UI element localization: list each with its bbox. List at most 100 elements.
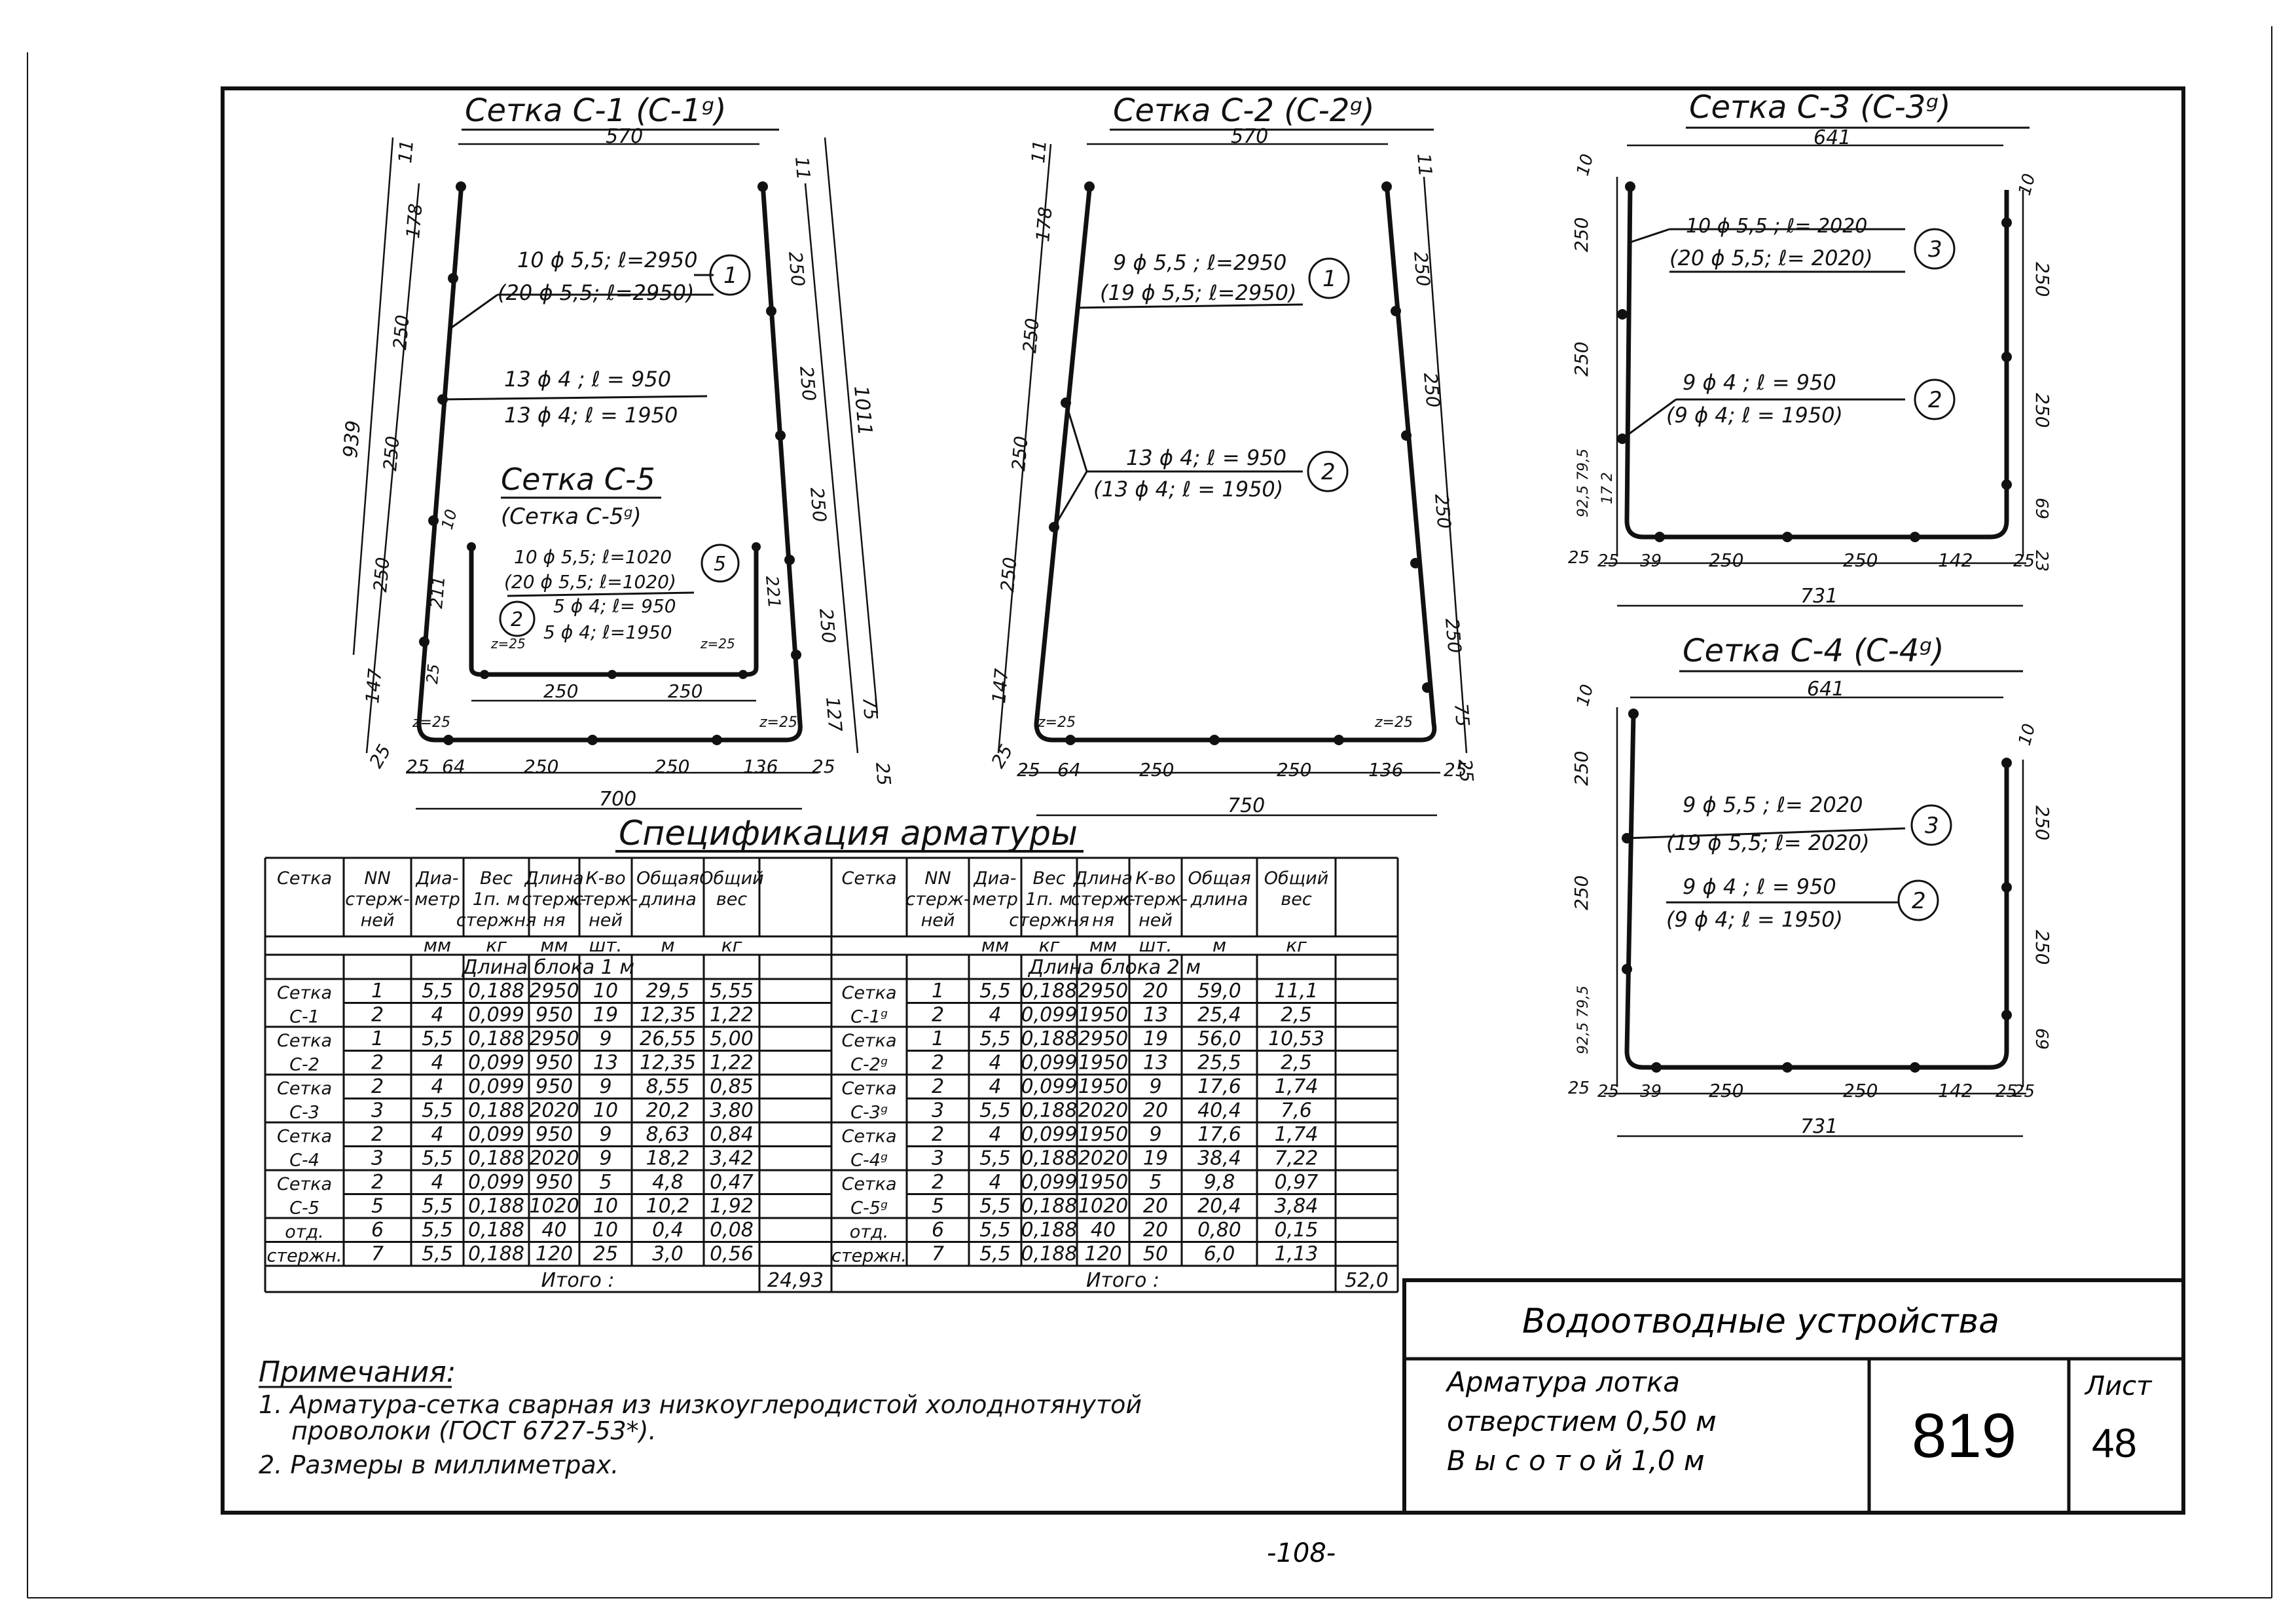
table-row-cell: 56,0 xyxy=(1197,1027,1241,1050)
table-row-cell: 10 xyxy=(593,1219,618,1242)
svg-text:250: 250 xyxy=(1277,759,1311,781)
table-row-cell: 3 xyxy=(932,1099,944,1122)
drawing-c5: Сетка С-5 (Сетка С-5ᵍ) 10 ϕ 5,5; ℓ=1020 … xyxy=(423,462,784,702)
table-header-cell: стержня xyxy=(1009,910,1089,931)
svg-text:z=25: z=25 xyxy=(490,636,526,652)
table-row-cell: 9 xyxy=(599,1147,611,1170)
table-row-cell: 11,1 xyxy=(1275,980,1319,1003)
table-row-cell: 6,0 xyxy=(1204,1243,1235,1266)
table-row-cell: 0,188 xyxy=(1021,1099,1078,1122)
table-group-label: С-3 xyxy=(289,1103,319,1123)
table-group-label: С-2 xyxy=(289,1055,319,1075)
notes-line2: проволоки (ГОСТ 6727-53*). xyxy=(291,1416,657,1445)
c4-title: Сетка С-4 (С-4ᵍ) xyxy=(1683,633,1944,669)
table-unit-cell: шт. xyxy=(1139,934,1173,956)
table-row-cell: 2 xyxy=(932,1004,944,1027)
c1-title: Сетка С-1 (С-1ᵍ) xyxy=(465,92,727,129)
table-unit-cell: кг xyxy=(486,934,507,956)
title-block: Водоотводные устройства Арматура лотка о… xyxy=(1402,1278,2185,1515)
c2-callout2-line1: 13 ϕ 4; ℓ = 950 xyxy=(1126,445,1286,470)
table-header-cell: Общий xyxy=(1264,868,1328,889)
table-header-cell: NN xyxy=(364,868,390,889)
svg-text:25: 25 xyxy=(2013,1082,2035,1101)
table-row-cell: 2 xyxy=(932,1123,944,1146)
drawing-c2: Сетка С-2 (С-2ᵍ) 570 11 178 250 250 250 … xyxy=(987,92,1478,817)
table-group-label: Сетка xyxy=(841,1079,896,1099)
table-row-cell: 5,5 xyxy=(422,1099,453,1122)
table-header-cell: метр xyxy=(414,889,460,910)
svg-text:250: 250 xyxy=(1571,217,1592,252)
table-row-cell: 9,8 xyxy=(1204,1171,1235,1194)
svg-text:127: 127 xyxy=(822,696,847,733)
table-unit-cell: мм xyxy=(981,934,1009,956)
c1-weld-dots xyxy=(419,181,801,745)
svg-text:75: 75 xyxy=(858,696,882,721)
svg-text:250: 250 xyxy=(815,608,840,644)
table-header-cell: метр xyxy=(972,889,1018,910)
table-group-label: Сетка xyxy=(277,983,332,1003)
table-row-cell: 2,5 xyxy=(1281,1004,1312,1027)
table-row-cell: 40,4 xyxy=(1197,1099,1241,1122)
table-row-cell: 1020 xyxy=(1078,1195,1128,1218)
c3-top-dim: 641 xyxy=(1813,126,1851,149)
table-row-cell: 2020 xyxy=(1078,1147,1128,1170)
table-total-label: Итого : xyxy=(1086,1269,1159,1292)
table-row-cell: 0,099 xyxy=(1021,1075,1078,1098)
svg-text:39: 39 xyxy=(1640,1082,1662,1101)
c1-callout2-line2: 13 ϕ 4; ℓ = 1950 xyxy=(504,403,678,428)
svg-text:250: 250 xyxy=(369,556,394,593)
svg-text:z=25: z=25 xyxy=(412,714,450,731)
table-row-cell: 0,47 xyxy=(710,1171,754,1194)
table-row-cell: 950 xyxy=(536,1052,573,1075)
table-row-cell: 25 xyxy=(593,1243,618,1266)
table-group-label: С-5ᵍ xyxy=(850,1198,888,1219)
table-group-label: Сетка xyxy=(841,1174,896,1194)
svg-text:147: 147 xyxy=(361,667,386,704)
svg-text:250: 250 xyxy=(2032,930,2053,965)
table-unit-cell: мм xyxy=(424,934,451,956)
table-header-cell: вес xyxy=(716,889,748,910)
svg-text:250: 250 xyxy=(1709,549,1743,571)
svg-text:69: 69 xyxy=(2032,498,2051,519)
table-row-cell: 1020 xyxy=(529,1195,579,1218)
table-row-cell: 5,5 xyxy=(979,1147,1011,1170)
svg-text:23: 23 xyxy=(2032,550,2051,572)
table-unit-cell: кг xyxy=(1039,934,1060,956)
table-header-cell: Длина xyxy=(1073,868,1133,889)
table-row-cell: 0,56 xyxy=(710,1243,754,1266)
table-group-label: отд. xyxy=(850,1222,889,1242)
table-row-cell: 17,6 xyxy=(1197,1123,1241,1146)
table-row-cell: 0,099 xyxy=(468,1123,524,1146)
svg-text:z=25: z=25 xyxy=(1037,714,1076,731)
table-row-cell: 20 xyxy=(1143,1099,1168,1122)
stamp-main-title: Водоотводные устройства xyxy=(1522,1302,1999,1341)
svg-text:250: 250 xyxy=(389,314,414,350)
table-row-cell: 20,4 xyxy=(1197,1195,1241,1218)
svg-text:11: 11 xyxy=(791,156,814,181)
table-row-cell: 8,55 xyxy=(646,1075,690,1098)
svg-text:10: 10 xyxy=(2015,172,2040,198)
table-row-cell: 1950 xyxy=(1078,1123,1128,1146)
table-row-cell: 5 xyxy=(371,1195,384,1218)
table-row-cell: 1,92 xyxy=(710,1195,754,1218)
table-row-cell: 0,188 xyxy=(468,1219,524,1242)
svg-text:250: 250 xyxy=(1430,493,1455,530)
svg-text:142: 142 xyxy=(1938,1080,1973,1101)
table-row-cell: 2020 xyxy=(529,1099,579,1122)
stamp-sheet-label: Лист xyxy=(2084,1371,2153,1401)
table-group-label: Сетка xyxy=(277,1174,332,1194)
c5-callout-a-num: 5 xyxy=(714,553,726,576)
c3-callout2-line2: (9 ϕ 4; ℓ = 1950) xyxy=(1666,403,1843,428)
table-row-cell: 5,5 xyxy=(422,980,453,1003)
c3-outline-bar xyxy=(1624,183,2009,540)
svg-text:250: 250 xyxy=(2032,393,2053,428)
table-row-cell: 7,22 xyxy=(1275,1147,1319,1170)
table-row-cell: 4 xyxy=(431,1075,443,1098)
table-row-cell: 9 xyxy=(599,1123,611,1146)
table-header-cell: длина xyxy=(638,889,697,910)
table-row-cell: 1950 xyxy=(1078,1075,1128,1098)
svg-text:250: 250 xyxy=(1571,876,1592,910)
table-row-cell: 3,0 xyxy=(652,1243,683,1266)
svg-text:25: 25 xyxy=(1568,1079,1590,1098)
svg-text:250: 250 xyxy=(1419,372,1444,409)
